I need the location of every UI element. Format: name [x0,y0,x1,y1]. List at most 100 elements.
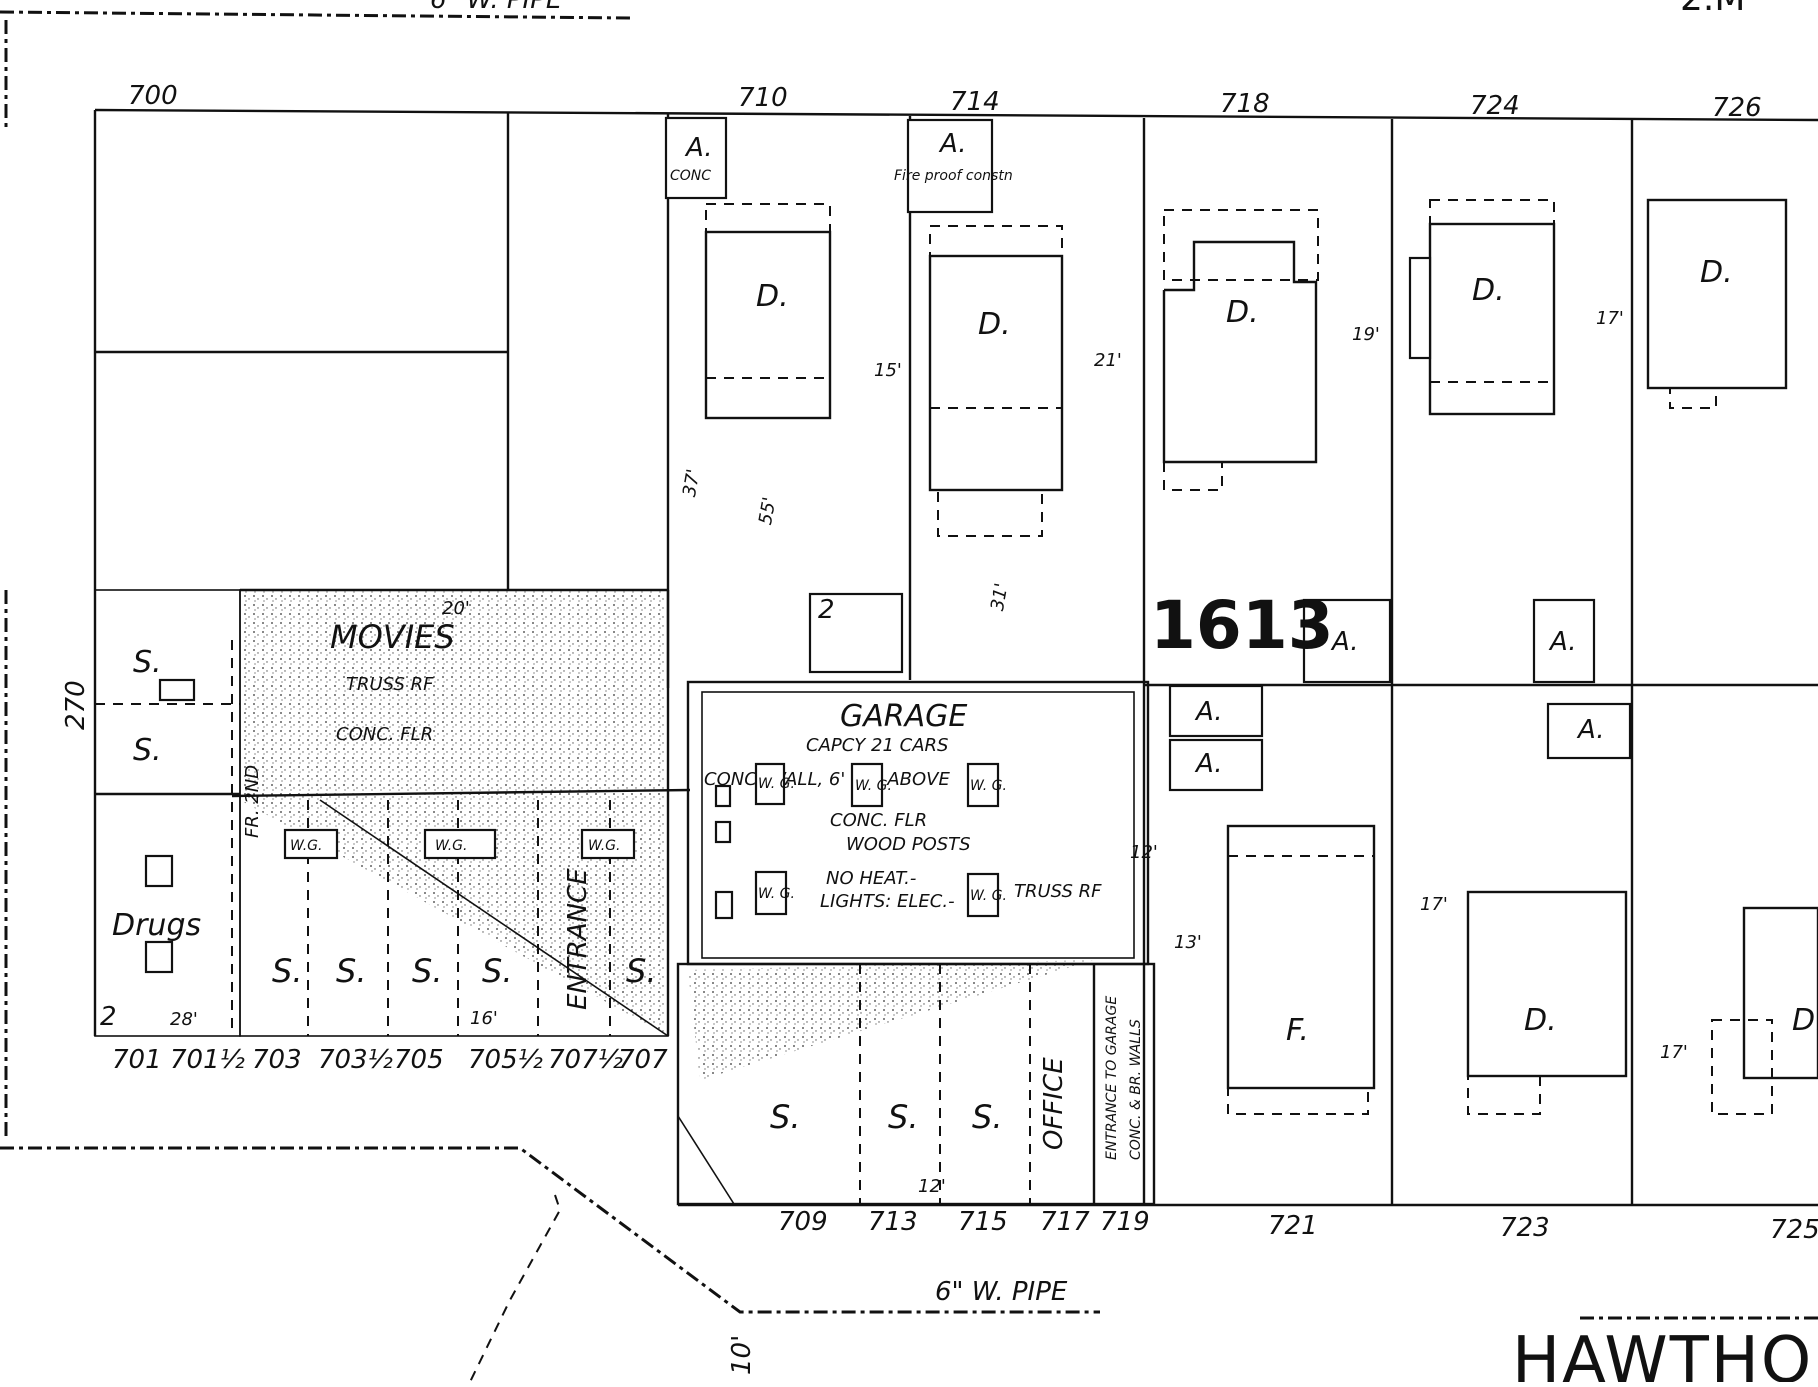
garage-lights: LIGHTS: ELEC.- [820,891,955,912]
store-709: S. [770,1098,800,1136]
garage-wall: CONC. WALL, 6' BR. ABOVE [704,769,950,790]
svg-text:W. G.: W. G. [758,776,795,792]
svg-text:A.: A. [1576,715,1605,745]
svg-text:713: 713 [868,1207,918,1237]
svg-text:A.: A. [938,129,967,159]
stores-709-719: S. S. S. OFFICE ENTRANCE TO GARAGE CONC.… [676,960,1156,1206]
movies-entrance: ENTRANCE [563,868,593,1010]
svg-text:709: 709 [778,1207,828,1237]
svg-text:710: 710 [738,83,788,113]
svg-text:700: 700 [128,81,178,111]
side-pipe-size: 10' [727,1335,757,1375]
svg-text:707: 707 [618,1045,668,1075]
bottom-water-pipe: 6" W. PIPE 10' [0,1146,1818,1383]
svg-text:714: 714 [950,87,1000,117]
store-713: S. [888,1098,918,1136]
svg-text:705½: 705½ [468,1045,543,1075]
dwellings: D. 2 D. D. D. D. F. D. D. [704,198,1818,1115]
drugs-stories: 2 [100,1002,117,1032]
corner-sheet-label: 2.M [1680,0,1745,19]
svg-text:703: 703 [252,1045,302,1075]
garage-roof: TRUSS RF [1014,881,1102,902]
frontage-label: 270 [61,680,91,730]
svg-text:705: 705 [394,1045,444,1075]
store-703: S. [272,952,302,990]
svg-text:726: 726 [1712,93,1762,123]
dimension-labels: 37' 55' 15' 31' 21' 19' 17' 17' 17' 13' … [679,308,1688,1063]
store-upper: S. [133,645,162,680]
walls-note: CONC. & BR. WALLS [1128,1019,1144,1160]
bottom-pipe-label: 6" W. PIPE [935,1277,1068,1307]
svg-text:17': 17' [1596,308,1624,329]
flat-721: F. [1286,1013,1309,1048]
svg-text:A.: A. [684,133,713,163]
movies-skylight-1: W.G. [290,838,322,854]
drugs-label: Drugs [112,908,201,943]
svg-text:723: 723 [1500,1213,1550,1243]
auto-sheds: A. A. A. A. A. [1168,598,1632,792]
svg-text:12': 12' [1130,842,1158,863]
svg-text:A.: A. [1548,627,1577,657]
svg-text:725: 725 [1770,1215,1818,1245]
svg-text:19': 19' [1352,324,1380,345]
svg-text:721: 721 [1268,1211,1318,1241]
svg-text:715: 715 [958,1207,1008,1237]
svg-text:701½: 701½ [170,1045,245,1075]
drugs-depth: 28' [170,1009,198,1030]
svg-text:717: 717 [1040,1207,1090,1237]
dwelling-714: D. [978,307,1011,342]
movies-building: MOVIES TRUSS RF CONC. FLR 20' ENTRANCE W… [231,588,691,1037]
svg-text:707½: 707½ [548,1045,623,1075]
movies-skylight-3: W.G. [588,838,620,854]
svg-text:13': 13' [1174,932,1202,953]
dwelling-710: D. [756,279,789,314]
svg-text:17': 17' [1660,1042,1688,1063]
dwelling-723: D. [1524,1003,1557,1038]
dwelling-726: D. [1700,255,1733,290]
svg-text:W. G.: W. G. [855,778,892,794]
svg-text:21': 21' [1094,350,1122,371]
top-water-pipe: 6" W. PIPE [0,0,631,20]
store-707: S. [626,952,656,990]
movies-title: MOVIES [330,618,455,656]
svg-text:37': 37' [679,467,705,498]
entrance-garage-label: ENTRANCE TO GARAGE [1104,996,1120,1160]
corner-stores: S. S. Drugs 2 28' 270 [61,589,241,1037]
garage-building: GARAGE CAPCY 21 CARS CONC. WALL, 6' BR. … [686,680,1150,966]
svg-text:17': 17' [1420,894,1448,915]
svg-text:703½: 703½ [318,1045,393,1075]
store-705-half: S. [482,952,512,990]
fireproof-label: Fire proof constn [894,168,1013,184]
garage-title: GARAGE [840,699,967,734]
movies-width: 20' [442,598,470,619]
garage-heat: NO HEAT.- [826,868,916,889]
conc-label: CONC [670,168,711,184]
garage-capacity: CAPCY 21 CARS [806,735,948,756]
office-label: OFFICE [1039,1057,1069,1150]
store-705: S. [412,952,442,990]
svg-text:A.: A. [1194,697,1223,727]
svg-text:W. G.: W. G. [970,888,1007,904]
svg-text:W. G.: W. G. [758,886,795,902]
dim-12-store: 12' [918,1176,946,1197]
dwelling-724: D. [1472,273,1505,308]
movies-floor: CONC. FLR [336,724,433,745]
garage-floor: CONC. FLR [830,810,927,831]
svg-text:718: 718 [1220,89,1270,119]
block-number: 1613 [1150,587,1334,664]
bottom-address-row: 701 701½ 703 703½ 705 705½ 707½ 707 709 … [112,1045,1818,1245]
store-703-half: S. [336,952,366,990]
svg-text:W. G.: W. G. [970,778,1007,794]
top-pipe-label: 6" W. PIPE [430,0,563,15]
svg-text:A.: A. [1194,749,1223,779]
svg-text:719: 719 [1100,1207,1150,1237]
svg-text:15': 15' [874,360,902,381]
svg-text:724: 724 [1470,91,1520,121]
svg-text:A.: A. [1330,627,1359,657]
outbuildings-top: A. CONC A. Fire proof constn [664,116,1013,214]
svg-text:31': 31' [987,581,1013,612]
store-715: S. [972,1098,1002,1136]
store-lower: S. [133,733,162,768]
svg-text:55': 55' [755,495,781,526]
